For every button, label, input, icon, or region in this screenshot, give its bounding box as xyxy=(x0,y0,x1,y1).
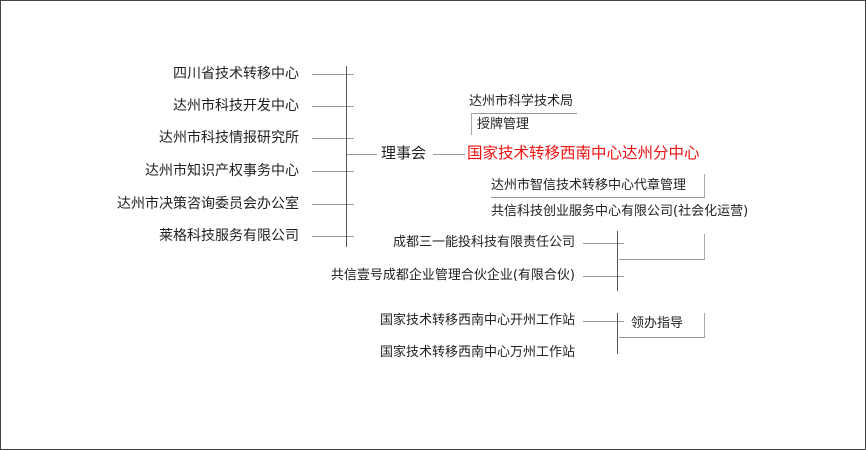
center-title: 国家技术转移西南中心达州分中心 xyxy=(467,144,700,162)
authority-relation: 授牌管理 xyxy=(477,117,530,132)
investors-bracket xyxy=(617,231,618,291)
investor-0: 成都三一能投科技有限责任公司 xyxy=(392,235,575,250)
connector xyxy=(312,106,354,107)
station-1: 国家技术转移西南中心万州工作站 xyxy=(379,345,575,360)
connector xyxy=(312,236,354,237)
member-2: 达州市科技情报研究所 xyxy=(159,130,299,146)
stations-relation: 领办指导 xyxy=(631,316,684,331)
connector xyxy=(583,243,624,244)
council-label: 理事会 xyxy=(381,144,427,162)
connector xyxy=(433,154,465,155)
connector xyxy=(347,154,377,155)
connector xyxy=(583,276,624,277)
member-3: 达州市知识产权事务中心 xyxy=(145,163,299,179)
station-0: 国家技术转移西南中心开州工作站 xyxy=(379,313,575,328)
authority-label: 达州市科学技术局 xyxy=(469,94,574,109)
connector xyxy=(312,171,354,172)
relation-border xyxy=(471,113,577,114)
members-bracket xyxy=(346,66,347,247)
connector xyxy=(583,321,624,322)
member-5: 莱格科技服务有限公司 xyxy=(159,228,299,244)
stations-bracket xyxy=(617,313,618,354)
agent-border xyxy=(491,197,705,198)
relation-border xyxy=(471,113,472,135)
agent-border xyxy=(704,174,705,197)
investor-1: 共信壹号成都企业管理合伙企业(有限合伙) xyxy=(330,268,575,283)
member-0: 四川省技术转移中心 xyxy=(173,66,299,82)
investor-box-border xyxy=(704,234,705,259)
member-4: 达州市决策咨询委员会办公室 xyxy=(117,196,299,212)
stations-box-border xyxy=(619,337,705,338)
operator-label: 共信科技创业服务中心有限公司(社会化运营) xyxy=(491,204,749,219)
connector xyxy=(312,138,354,139)
stations-box-border xyxy=(704,313,705,337)
investor-box-border xyxy=(619,259,705,260)
connector xyxy=(312,204,354,205)
agent-label: 达州市智信技术转移中心代章管理 xyxy=(491,178,687,193)
member-1: 达州市科技开发中心 xyxy=(173,98,299,114)
connector xyxy=(312,74,354,75)
